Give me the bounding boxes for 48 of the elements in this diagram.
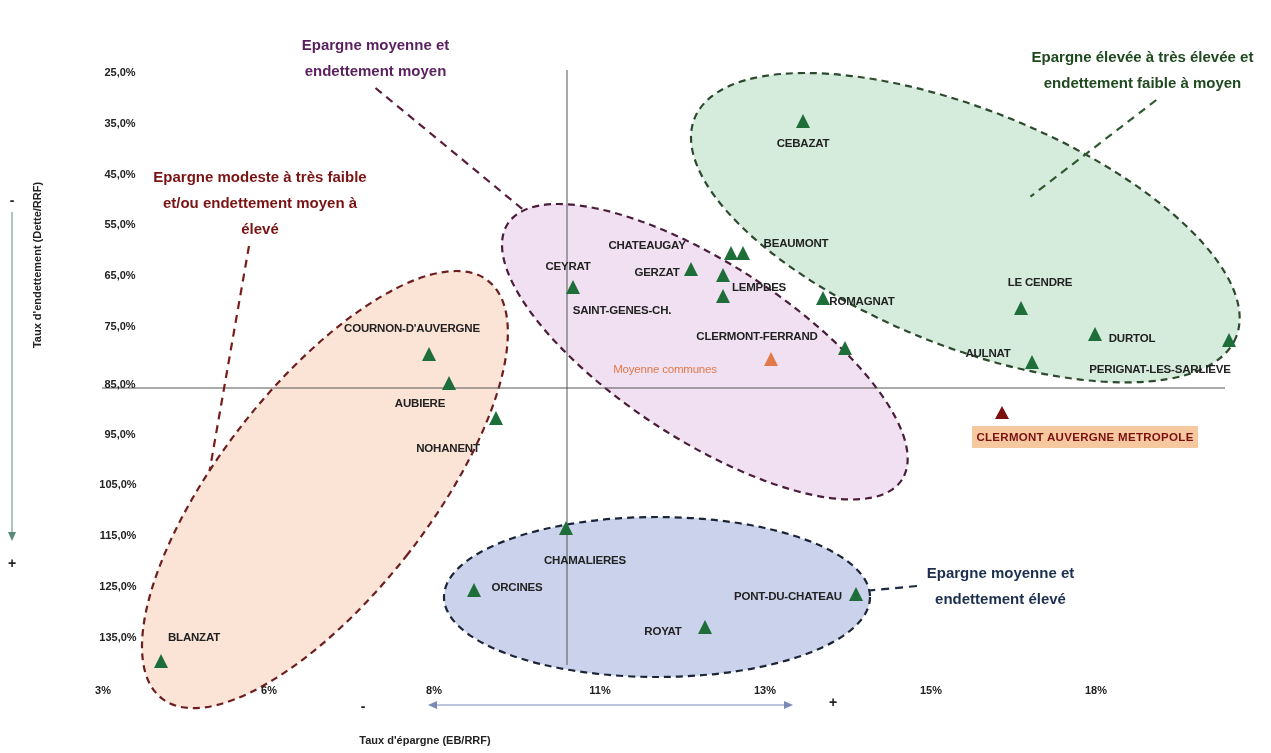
direction-sign: +: [7, 555, 17, 571]
leader-line: [1029, 99, 1157, 198]
direction-sign: -: [9, 192, 15, 208]
leader-line: [208, 245, 251, 472]
dashed-ellipse: [442, 515, 872, 679]
axis-tick-label: 25,0%: [104, 66, 136, 78]
point-label: DURTOL: [1108, 332, 1156, 344]
axis-tick-label: 15%: [920, 684, 942, 696]
point-label: NOHANENT: [416, 442, 480, 454]
point-label: ROYAT: [644, 625, 682, 637]
point-label: COURNON-D'AUVERGNE: [344, 322, 480, 334]
leader-line: [374, 87, 525, 212]
point-label: CEYRAT: [545, 260, 591, 272]
axis-tick-label: 3%: [95, 684, 111, 696]
direction-sign: -: [360, 698, 366, 714]
axis-tick-label: 18%: [1085, 684, 1107, 696]
point-label: ROMAGNAT: [829, 295, 895, 307]
group-label: Epargne moyenne et endettement moyen: [268, 32, 483, 84]
leader-line: [869, 584, 918, 592]
point-label: CHAMALIERES: [543, 554, 627, 566]
group-label: Epargne modeste à très faible et/ou endettement moyen à élevé: [150, 164, 370, 242]
point-label: BEAUMONT: [763, 237, 829, 249]
point-label: AULNAT: [965, 347, 1011, 359]
highlighted-label: CLERMONT AUVERGNE METROPOLE: [972, 426, 1198, 448]
axis-tick-label: 45,0%: [104, 168, 136, 180]
axis-title: Taux d'endettement (Dette/RRF): [31, 181, 43, 349]
point-label: LE CENDRE: [1007, 276, 1073, 288]
axis-tick-label: 8%: [426, 684, 442, 696]
group-label: Epargne moyenne et endettement élevé: [918, 560, 1083, 612]
point-label: PONT-DU-CHATEAU: [734, 590, 842, 602]
point-label: AUBIERE: [394, 397, 446, 409]
direction-sign: +: [828, 694, 838, 710]
point-label: GERZAT: [634, 266, 680, 278]
point-label: CEBAZAT: [776, 137, 830, 149]
point-label: BLANZAT: [168, 631, 220, 643]
axis-title: Taux d'épargne (EB/RRF): [359, 734, 491, 746]
dashed-ellipse: [500, 202, 910, 502]
point-label: PERIGNAT-LES-SARLIEVE: [1089, 363, 1231, 375]
axis-tick-label: 6%: [261, 684, 277, 696]
point-label: LEMPDES: [731, 281, 787, 293]
point-label: ORCINES: [491, 581, 543, 593]
point-label: CLERMONT-FERRAND: [696, 330, 818, 342]
point-label: SAINT-GENES-CH.: [572, 304, 672, 316]
point-label: Moyenne communes: [613, 363, 717, 375]
point-label: CHATEAUGAY: [608, 239, 686, 251]
axis-tick-label: 55,0%: [104, 218, 136, 230]
group-label: Epargne élevée à très élevée et endettement faible à moyen: [1005, 44, 1271, 96]
axis-tick-label: 35,0%: [104, 117, 136, 129]
